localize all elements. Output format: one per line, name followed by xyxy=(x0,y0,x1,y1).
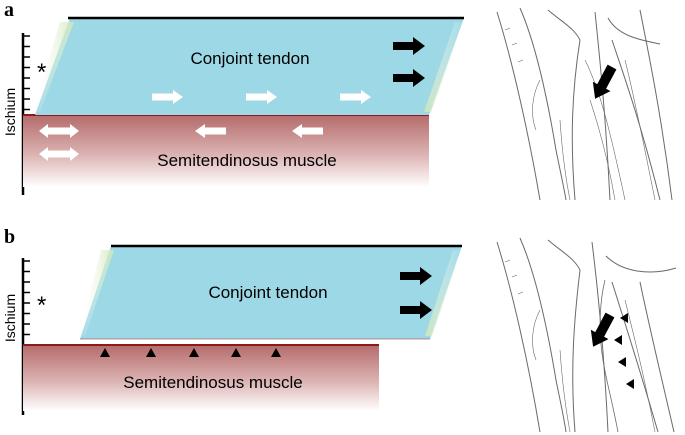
triangle-icon xyxy=(231,348,241,357)
double-arrow-icon xyxy=(39,124,79,138)
double-arrow-icon xyxy=(39,147,79,161)
anatomical-sketch-b xyxy=(496,237,677,433)
right-arrow-icon xyxy=(340,90,371,104)
triangle-icon xyxy=(626,379,634,389)
tendon-label: Conjoint tendon xyxy=(208,283,327,302)
right-arrow-icon xyxy=(393,69,425,87)
semitendinosus-muscle xyxy=(23,115,429,187)
conjoint-tendon xyxy=(80,246,462,339)
axis-label: Ischium xyxy=(2,88,18,136)
down-left-arrow-icon xyxy=(592,64,617,99)
panel-label: a xyxy=(4,0,14,21)
triangle-icon xyxy=(146,348,156,357)
panel-a: a Ischium * Conjoint tendon Semitendinos… xyxy=(2,0,465,195)
panel-b: b Ischium * Conjoint tendon Semitendinos… xyxy=(2,226,463,415)
left-arrow-icon xyxy=(292,124,323,138)
triangle-icon xyxy=(100,348,110,357)
anatomical-sketch-a xyxy=(496,7,673,201)
muscle-label: Semitendinosus muscle xyxy=(157,151,337,170)
asterisk-marker: * xyxy=(37,59,46,86)
triangle-icon xyxy=(614,335,622,345)
right-arrow-icon xyxy=(246,90,277,104)
triangle-icon xyxy=(189,348,199,357)
triangle-icon xyxy=(271,348,281,357)
right-arrow-icon xyxy=(152,90,183,104)
right-arrow-icon xyxy=(393,37,425,55)
semitendinosus-muscle xyxy=(23,345,379,411)
right-arrow-icon xyxy=(400,267,432,285)
axis-label: Ischium xyxy=(2,294,18,342)
conjoint-tendon xyxy=(35,18,464,115)
triangle-icon xyxy=(620,313,628,323)
down-left-arrow-icon xyxy=(590,312,615,347)
panel-label: b xyxy=(4,226,15,248)
right-arrow-icon xyxy=(400,301,432,319)
left-arrow-icon xyxy=(195,124,226,138)
asterisk-marker: * xyxy=(37,292,46,319)
triangle-icon xyxy=(618,357,626,367)
tendon-label: Conjoint tendon xyxy=(190,49,309,68)
muscle-label: Semitendinosus muscle xyxy=(123,373,303,392)
